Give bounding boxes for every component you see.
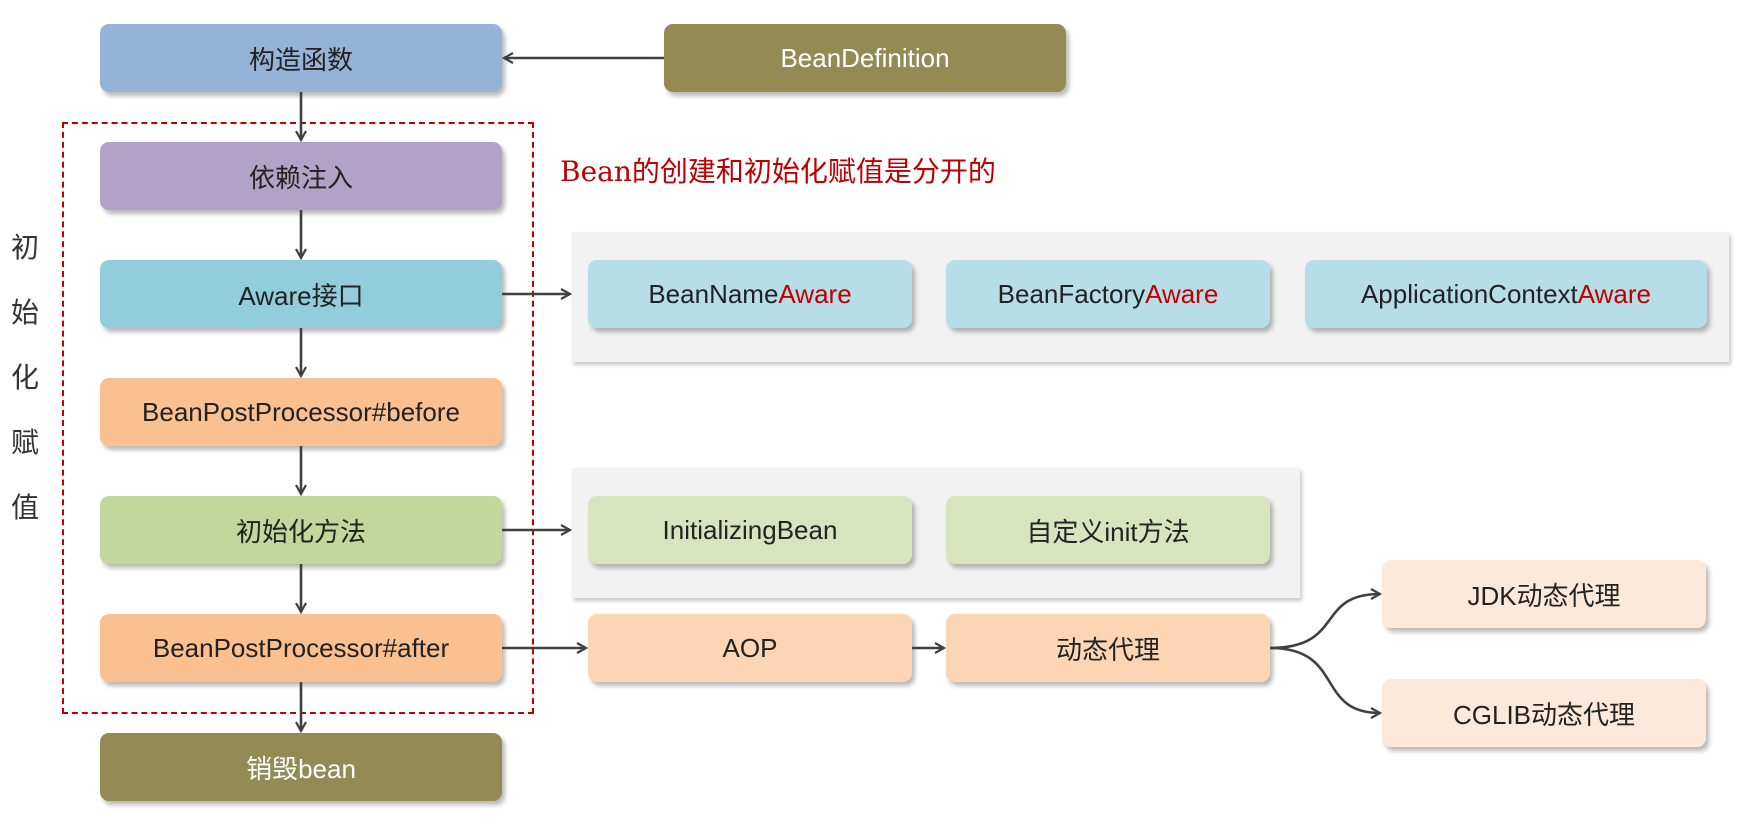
init-assign-region [62,122,534,714]
bean-factory-aware-suffix: Aware [1145,278,1219,309]
bean-lifecycle-note: Bean的创建和初始化赋值是分开的 [560,155,996,188]
aware-interface-node: Aware接口 [100,260,502,328]
arrow-proxy-to-cglib [1269,646,1380,713]
application-context-aware-suffix: Aware [1577,278,1652,309]
cglib-proxy-node: CGLIB动态代理 [1382,679,1706,747]
bean-name-aware-prefix: BeanName [648,278,779,309]
initializing-bean-node: InitializingBean [588,496,912,564]
application-context-aware-prefix: ApplicationContext [1360,278,1578,309]
vertical-label-init-assign: 初 始 化 赋 值 [8,215,42,540]
vertical-label-char: 值 [10,491,39,524]
dynamic-proxy-node: 动态代理 [946,614,1270,682]
destroy-bean-label: 销毁bean [246,753,356,784]
post-processor-after-node: BeanPostProcessor#after [100,614,502,682]
bean-factory-aware-prefix: BeanFactory [997,278,1146,309]
bean-definition-node: BeanDefinition [664,24,1066,92]
init-method-node: 初始化方法 [100,496,502,564]
vertical-label-char: 赋 [10,426,39,459]
constructor-node: 构造函数 [100,24,502,92]
arrow-proxy-to-jdk [1269,594,1380,650]
bean-name-aware-suffix: Aware [778,278,852,309]
aop-node: AOP [588,614,912,682]
post-processor-before-node: BeanPostProcessor#before [100,378,502,446]
jdk-proxy-node: JDK动态代理 [1382,560,1706,628]
destroy-bean-node: 销毁bean [100,733,502,801]
dependency-injection-node: 依赖注入 [100,142,502,210]
vertical-label-char: 初 [10,231,39,264]
vertical-label-char: 始 [10,296,39,329]
custom-init-method-node: 自定义init方法 [946,496,1270,564]
vertical-label-char: 化 [10,361,39,394]
